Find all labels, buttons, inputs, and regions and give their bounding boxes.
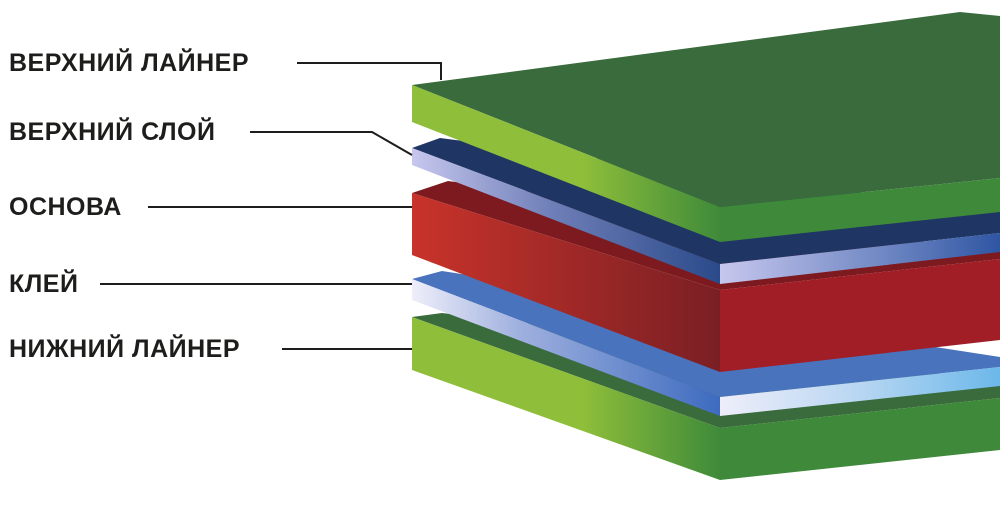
label-top-layer: ВЕРХНИЙ СЛОЙ (9, 118, 216, 146)
base-side (720, 259, 1000, 372)
label-top-liner: ВЕРХНИЙ ЛАЙНЕР (9, 49, 250, 77)
top-layer-side (720, 233, 1000, 284)
label-bottom-liner: НИЖНИЙ ЛАЙНЕР (9, 335, 241, 363)
adhesive-side (720, 367, 1000, 416)
adhesive-front (412, 279, 720, 416)
leader-line-top-layer (250, 131, 413, 156)
top-liner-side (720, 178, 1000, 242)
top-liner-front (412, 85, 720, 242)
label-adhesive: КЛЕЙ (9, 270, 79, 298)
top-liner-top (412, 12, 1000, 207)
bottom-liner-front (412, 317, 720, 480)
bottom-liner-side (720, 398, 1000, 480)
label-base: ОСНОВА (9, 193, 122, 221)
top-layer-front (412, 148, 720, 284)
leader-line-top-liner (297, 62, 442, 80)
base-front (412, 193, 720, 372)
top-liner-layer (412, 12, 1000, 242)
leader-lines (100, 62, 442, 350)
